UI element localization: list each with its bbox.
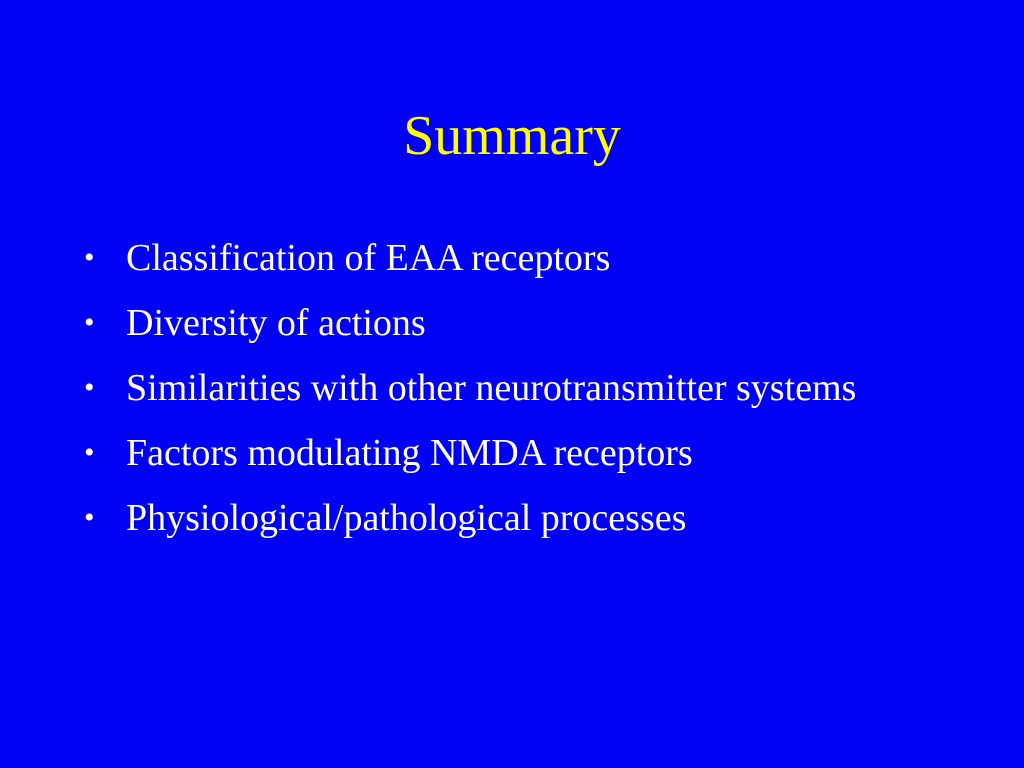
list-item: • Physiological/pathological processes xyxy=(84,496,884,540)
bullet-text: Physiological/pathological processes xyxy=(126,497,687,539)
bullet-icon: • xyxy=(84,371,95,404)
bullet-list: • Classification of EAA receptors • Divers… xyxy=(84,236,884,561)
bullet-text: Similarities with other neurotransmitter… xyxy=(126,367,857,409)
list-item: • Similarities with other neurotransmitte… xyxy=(84,366,866,410)
bullet-icon: • xyxy=(84,241,95,274)
bullet-icon: • xyxy=(84,501,95,534)
slide-title: Summary xyxy=(403,105,621,167)
bullet-text: Diversity of actions xyxy=(126,302,426,344)
bullet-icon: • xyxy=(84,436,95,469)
bullet-icon: • xyxy=(84,306,95,339)
bullet-text: Classification of EAA receptors xyxy=(126,237,611,279)
list-item: • Classification of EAA receptors xyxy=(84,236,884,280)
list-item: • Factors modulating NMDA receptors xyxy=(84,431,884,475)
bullet-text: Factors modulating NMDA receptors xyxy=(126,432,693,474)
list-item: • Diversity of actions xyxy=(84,301,884,345)
